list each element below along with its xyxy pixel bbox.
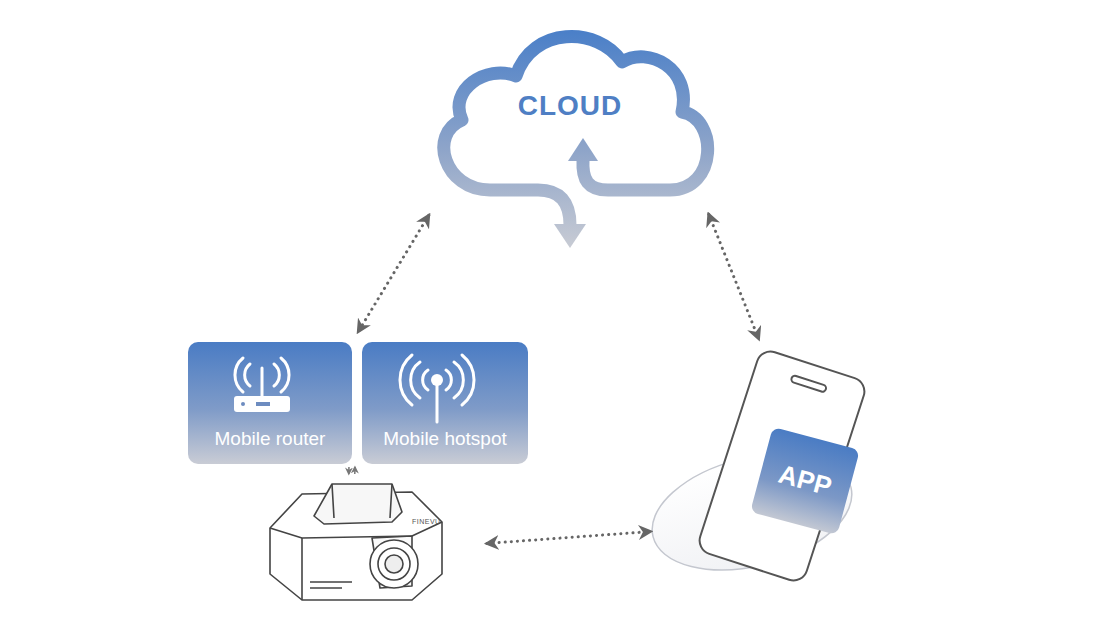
cloud-outline bbox=[420, 20, 720, 260]
tile-label: Mobile router bbox=[188, 428, 352, 450]
tile-label: Mobile hotspot bbox=[362, 428, 528, 450]
network-tile: Mobile hotspot bbox=[362, 342, 528, 464]
cloud-label: CLOUD bbox=[420, 90, 720, 122]
connector bbox=[358, 215, 429, 331]
connector bbox=[349, 467, 355, 474]
app-tag: APP bbox=[750, 427, 860, 535]
smartphone bbox=[696, 348, 868, 584]
app-label: APP bbox=[758, 454, 853, 507]
connector bbox=[487, 532, 650, 544]
cloud-node: CLOUD bbox=[420, 20, 720, 205]
network-tile: Mobile router bbox=[188, 342, 352, 464]
dashcam-node: FINEVU bbox=[262, 478, 457, 608]
brand-label: FINEVU bbox=[412, 518, 441, 525]
connector bbox=[709, 214, 759, 338]
dashcam-illustration bbox=[262, 478, 462, 613]
